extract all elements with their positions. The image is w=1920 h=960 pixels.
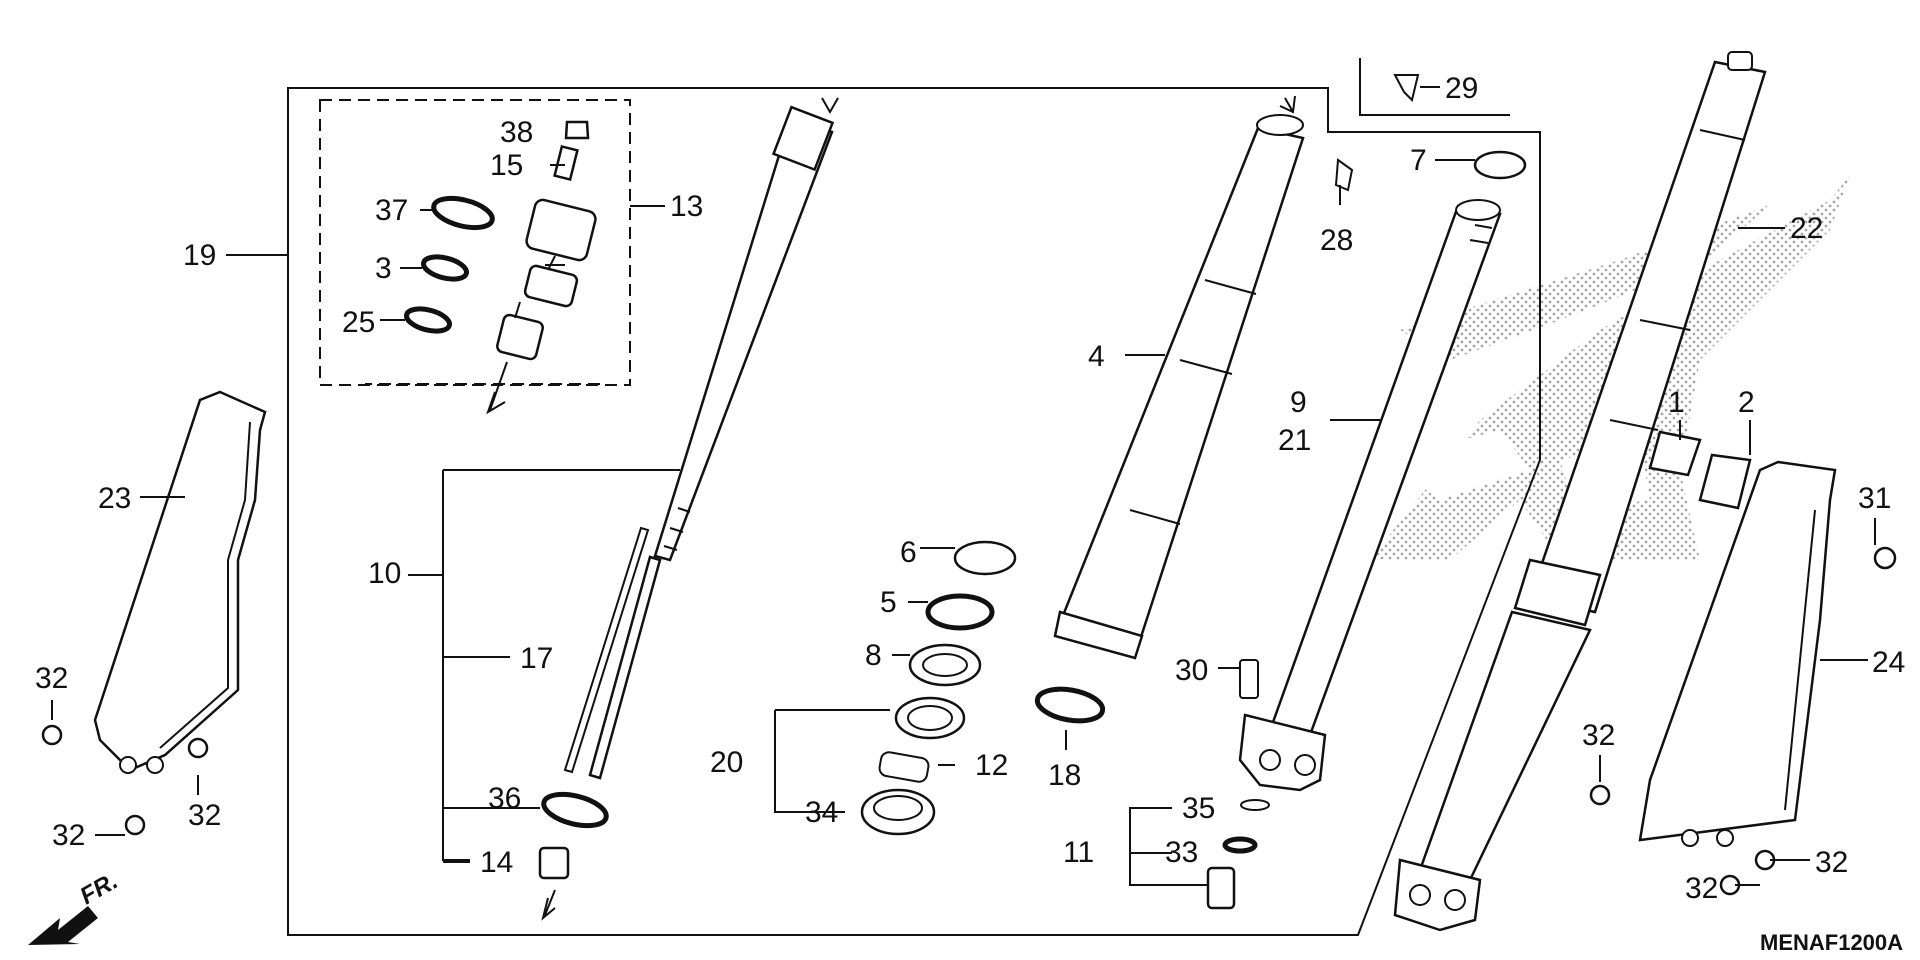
callout-4: 4 — [1088, 340, 1105, 373]
callout-23: 23 — [98, 482, 131, 515]
callout-37: 37 — [375, 194, 408, 227]
callout-19: 19 — [183, 239, 216, 272]
assembly-outline — [287, 58, 1541, 936]
callout-5: 5 — [880, 586, 897, 619]
callout-14: 14 — [480, 846, 513, 879]
callout-32-c: 32 — [52, 819, 85, 852]
callout-38: 38 — [500, 116, 533, 149]
callout-30: 30 — [1175, 654, 1208, 687]
leader-lines — [51, 86, 1876, 886]
callout-33: 33 — [1165, 836, 1198, 869]
callout-24: 24 — [1872, 646, 1905, 679]
callout-32-f: 32 — [1685, 872, 1718, 905]
callout-32-a: 32 — [35, 662, 68, 695]
callout-17: 17 — [520, 642, 553, 675]
inner-tube — [1238, 199, 1502, 792]
callout-32-b: 32 — [188, 799, 221, 832]
callout-1: 1 — [1668, 386, 1685, 419]
callout-6: 6 — [900, 536, 917, 569]
guard-plates — [1648, 430, 1752, 510]
callout-2: 2 — [1738, 386, 1755, 419]
cartridge-tube — [588, 97, 839, 780]
ring-and-nut — [538, 791, 609, 921]
o-rings — [404, 195, 495, 334]
callout-35: 35 — [1182, 792, 1215, 825]
callout-15: 15 — [490, 149, 523, 182]
callout-labels: 1 2 3 4 5 6 7 8 9 10 11 12 13 14 15 17 1… — [35, 72, 1905, 905]
callout-8: 8 — [865, 639, 882, 672]
callout-25: 25 — [342, 306, 375, 339]
callout-9: 9 — [1290, 386, 1307, 419]
fork-guard-left — [93, 390, 267, 774]
outer-tube — [1053, 95, 1305, 660]
direction-label: FR. — [76, 867, 123, 910]
bolts-and-drain — [1206, 659, 1270, 910]
callout-10: 10 — [368, 557, 401, 590]
callout-21: 21 — [1278, 424, 1311, 457]
callout-18: 18 — [1048, 759, 1081, 792]
push-rod — [563, 526, 650, 774]
callout-28: 28 — [1320, 224, 1353, 257]
fork-guard-right — [1638, 460, 1837, 847]
callout-20: 20 — [710, 746, 743, 779]
callout-31: 31 — [1858, 482, 1891, 515]
front-direction-arrow-icon — [28, 906, 98, 945]
fork-assembly-right — [1393, 51, 1767, 932]
diagram-code: MENAF1200A — [1760, 930, 1903, 955]
callout-22: 22 — [1790, 212, 1823, 245]
callout-11: 11 — [1063, 836, 1094, 869]
callout-32-d: 32 — [1582, 719, 1615, 752]
callout-12: 12 — [975, 749, 1008, 782]
callout-34: 34 — [805, 796, 838, 829]
callout-29: 29 — [1445, 72, 1478, 105]
callout-7: 7 — [1410, 144, 1427, 177]
cartridge-valve-assembly — [486, 120, 597, 415]
callout-13: 13 — [670, 190, 703, 223]
callout-3: 3 — [375, 252, 392, 285]
guard-bolts — [41, 546, 1897, 896]
bushings-and-seals — [860, 540, 1106, 836]
callout-36: 36 — [488, 782, 521, 815]
callout-32-e: 32 — [1815, 846, 1848, 879]
clips-and-ring — [1334, 74, 1527, 192]
